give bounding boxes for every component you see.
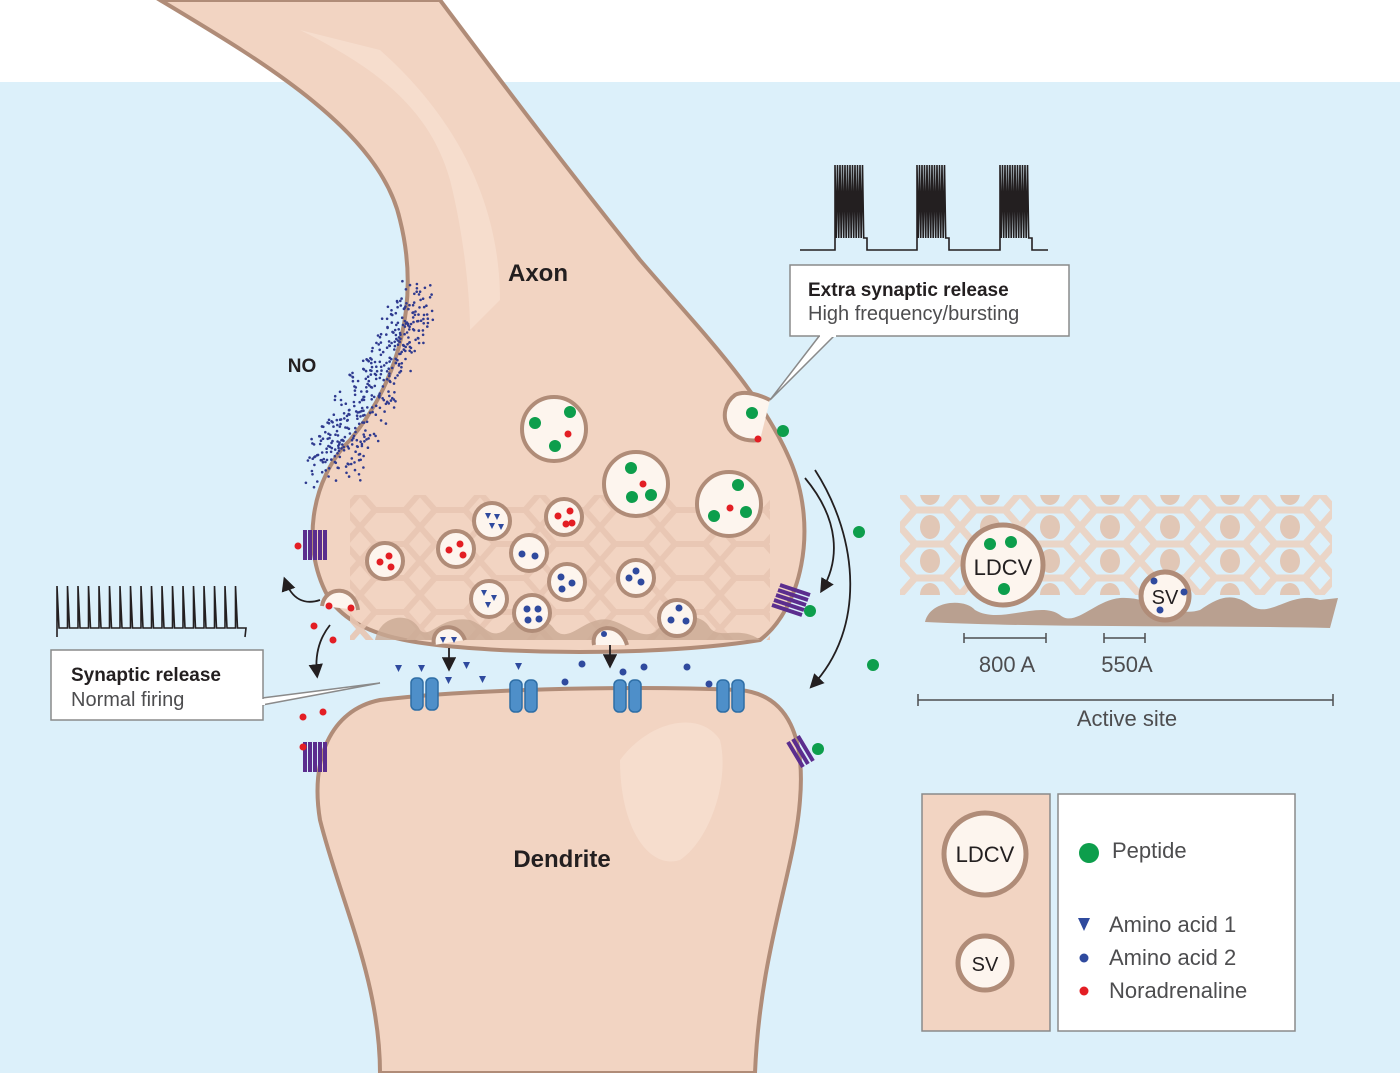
synaptic-callout	[50, 649, 381, 721]
scale-550-label: 550A	[1101, 652, 1153, 677]
active-site-inset: LDCV SV 800 A 550A Active site	[900, 495, 1338, 731]
legend-ldcv-label: LDCV	[956, 842, 1015, 867]
released-transmitters	[299, 622, 713, 721]
legend-sv-label: SV	[972, 954, 999, 976]
scale-bar-800	[963, 633, 1047, 643]
legend: LDCV SV Peptide Amino acid 1 Amino acid …	[921, 793, 1296, 1032]
extra-synaptic-subtitle: High frequency/bursting	[808, 303, 1019, 325]
amino-acid-2-swatch-icon	[1079, 953, 1089, 963]
active-site-bar	[917, 694, 1334, 706]
gpcr-ligand-na	[294, 542, 302, 550]
synaptic-release-subtitle: Normal firing	[71, 689, 184, 711]
small-vesicles	[320, 497, 697, 646]
extra-synaptic-title: Extra synaptic release	[808, 280, 1009, 301]
ion-channels	[410, 677, 745, 713]
gpcr-receptors	[303, 530, 815, 772]
dendrite	[315, 686, 803, 1073]
scale-bar-550	[1103, 633, 1146, 643]
release-arrows	[281, 469, 852, 689]
axon-label: Axon	[508, 260, 568, 287]
active-site-label: Active site	[1077, 706, 1177, 731]
legend-noradrenaline: Noradrenaline	[1109, 978, 1247, 1003]
noradrenaline-swatch-icon	[1079, 986, 1089, 996]
ldcv-vesicles	[520, 390, 771, 538]
active-zone	[375, 616, 760, 640]
dendrite-label: Dendrite	[513, 846, 610, 873]
synaptic-release-title: Synaptic release	[71, 665, 221, 686]
extra-synaptic-callout	[769, 264, 1070, 401]
inset-ldcv-label: LDCV	[974, 555, 1033, 580]
no-cloud	[304, 279, 435, 489]
peptide-swatch-icon	[1079, 843, 1099, 863]
inset-sv-label: SV	[1152, 587, 1179, 609]
gpcr-ligand-na	[299, 743, 307, 751]
bursting-spike-train	[800, 164, 1048, 251]
axon-highlight	[300, 30, 500, 330]
legend-amino2: Amino acid 2	[1109, 945, 1236, 970]
legend-peptide: Peptide	[1112, 838, 1187, 863]
dendrite-highlight	[620, 722, 723, 862]
normal-spike-train	[56, 585, 247, 638]
legend-amino1: Amino acid 1	[1109, 912, 1236, 937]
legend-molecule-panel	[1057, 793, 1296, 1032]
amino-acid-1-swatch-icon	[1078, 918, 1090, 931]
scale-800-label: 800 A	[979, 652, 1036, 677]
no-label: NO	[288, 356, 317, 377]
released-peptides	[777, 425, 879, 755]
